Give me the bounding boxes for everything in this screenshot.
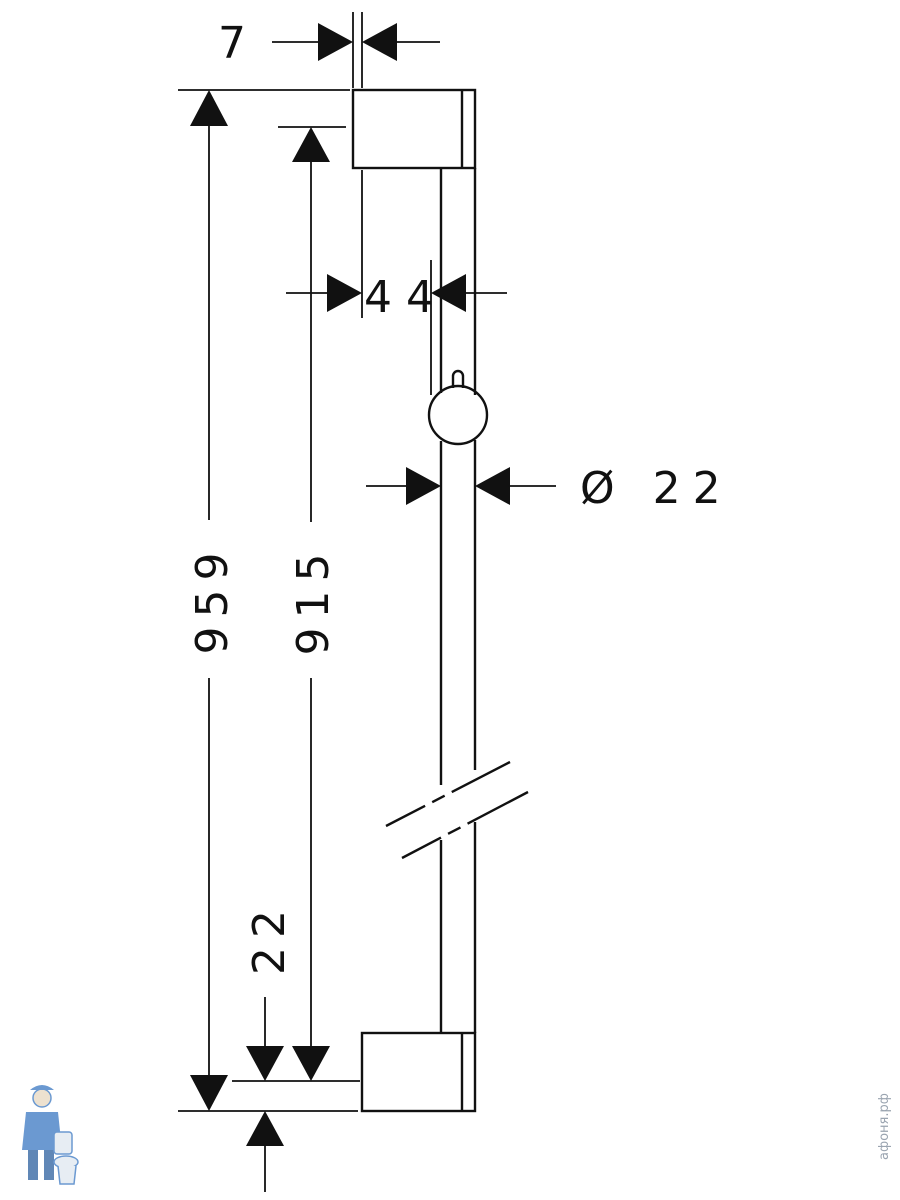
arrow-right [318,23,353,61]
shower-rail-outline [351,88,529,1113]
dimension-overall-height: 959 [187,90,238,1111]
arrow-down [190,1075,228,1111]
arrow-right [327,274,362,312]
arrow-up [292,127,330,162]
arrow-up [246,1111,284,1146]
dim-label-22-bracket: 22 [244,901,295,975]
arrow-left [475,467,510,505]
slider-pin [451,369,465,388]
break-line-upper [385,760,511,828]
slider-knob [427,384,489,446]
arrow-up [190,90,228,126]
dim-label-7: 7 [218,18,255,69]
plumber-logo-icon [22,1085,79,1185]
dimension-bracket-height: 22 [244,901,295,1192]
break-line-lower [401,790,529,860]
dim-label-44: 44 [364,272,448,323]
bottom-bracket [360,1031,477,1113]
dim-label-959: 959 [187,544,238,655]
arrow-left [362,23,397,61]
top-bracket [351,88,477,170]
arrow-left [431,274,466,312]
extension-lines [178,12,432,1112]
dim-label-diameter-22: Ø 22 [580,463,733,514]
arrow-down [292,1046,330,1081]
arrow-down [246,1046,284,1081]
arrow-right [406,467,441,505]
dimension-center-distance: 915 [288,127,339,1081]
watermark-text: афоня.рф [877,1093,892,1160]
dimension-slider-offset: 44 [286,272,507,323]
dimension-rail-diameter: Ø 22 [366,463,733,514]
dimension-wall-offset: 7 [218,18,440,69]
dim-label-915: 915 [288,545,339,656]
